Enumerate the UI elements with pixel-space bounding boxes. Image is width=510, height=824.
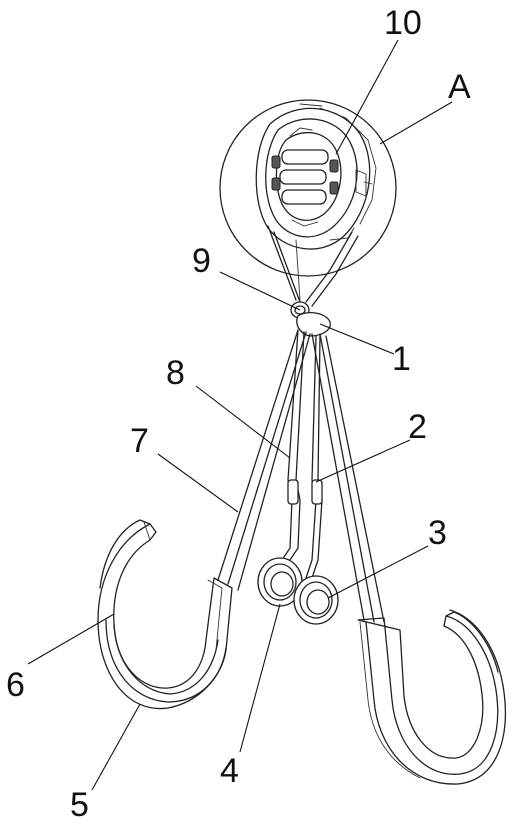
label-1: 1 [392,340,411,378]
left-hook [97,519,233,710]
label-4: 4 [220,752,239,790]
label-3: 3 [428,514,447,552]
earbud-cables [281,329,323,579]
label-5: 5 [70,786,89,824]
label-a: A [448,68,471,106]
head-housing [255,103,377,250]
label-7: 7 [130,422,149,460]
label-6: 6 [6,666,25,704]
label-2: 2 [408,408,427,446]
left-arm [217,329,311,591]
label-10: 10 [384,4,422,42]
reference-labels: 10 A 9 1 8 2 7 3 6 4 5 [6,4,471,824]
clip-part-1 [296,311,331,337]
label-8: 8 [166,354,185,392]
earbud-right [293,575,339,625]
right-hook [357,609,507,785]
detail-circle-a [219,99,397,277]
inner-cage [271,127,342,227]
leader-lines [27,39,453,791]
upper-cables [267,225,359,307]
label-9: 9 [192,242,211,280]
